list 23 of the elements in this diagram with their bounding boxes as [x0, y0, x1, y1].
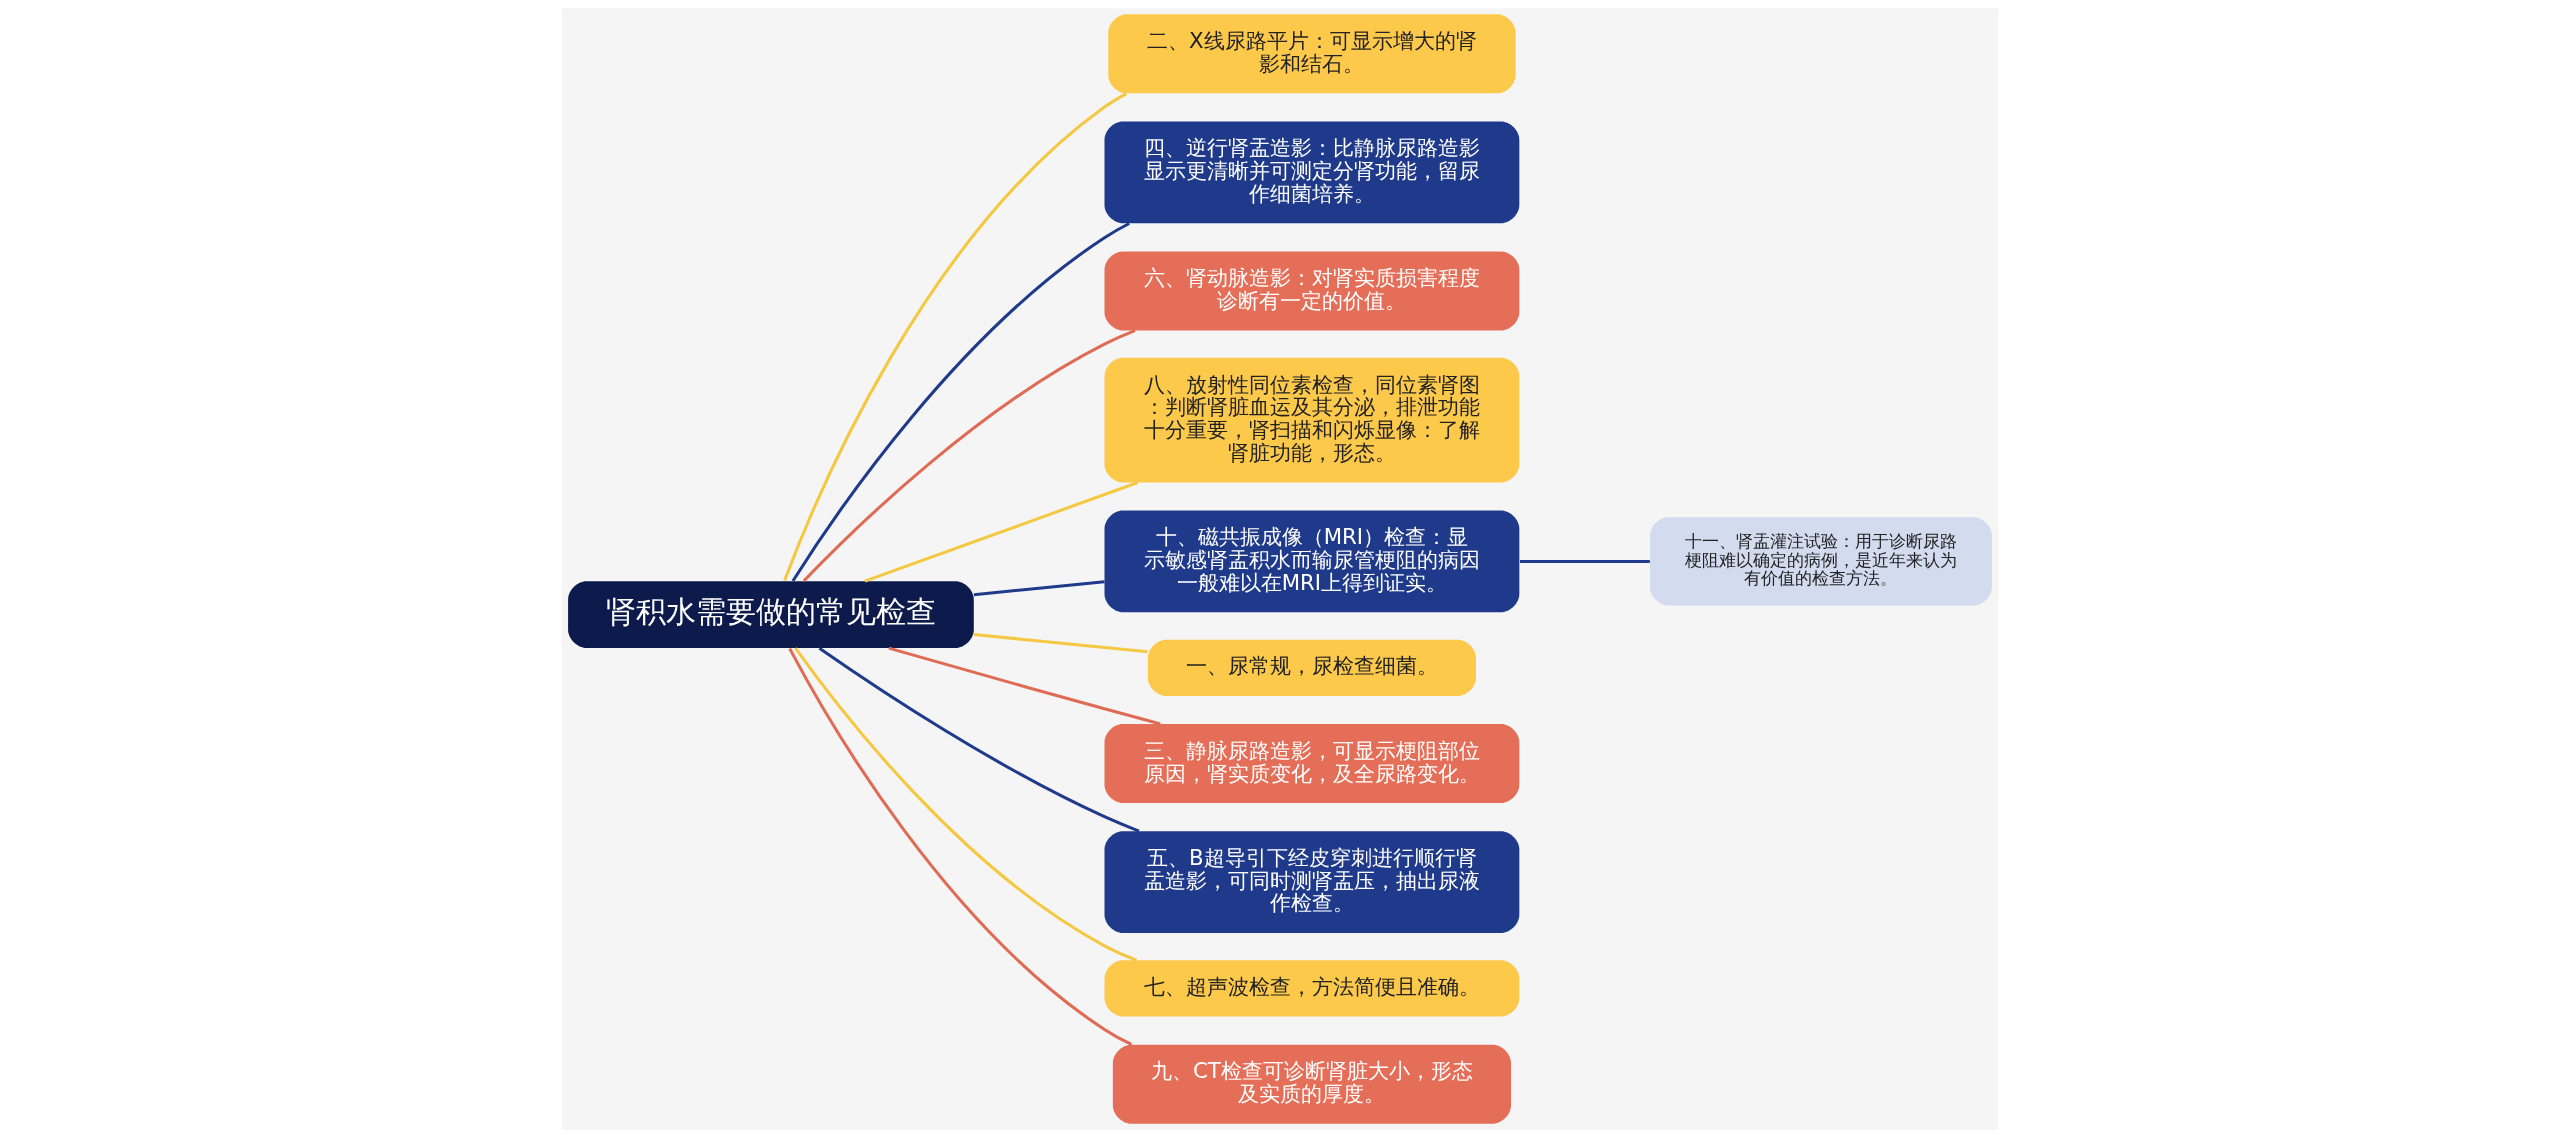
connector — [1519, 559, 1650, 563]
connector — [818, 646, 1140, 833]
connector — [864, 481, 1139, 583]
connector — [888, 646, 1161, 726]
node-box: 一、尿常规，尿检查细菌。 — [1147, 639, 1477, 696]
connector — [973, 580, 1105, 597]
node-box: 肾积水需要做的常见检查 — [568, 581, 974, 648]
node-box: 四、逆行肾盂造影：比静脉尿路造影显示更清晰并可测定分肾功能，留尿作细菌培养。 — [1104, 121, 1520, 224]
node-box: 三、静脉尿路造影，可显示梗阻部位原因，肾实质变化，及全尿路变化。 — [1104, 724, 1520, 803]
connector — [802, 329, 1136, 582]
connector — [794, 647, 1137, 962]
node-box: 十一、肾盂灌注试验：用于诊断尿路梗阻难以确定的病例，是近年来认为有价值的检查方法。 — [1650, 517, 1992, 606]
node-box: 六、肾动脉造影：对肾实质损害程度诊断有一定的价值。 — [1104, 251, 1520, 331]
node-box: 九、CT检查可诊断肾脏大小，形态及实质的厚度。 — [1112, 1044, 1511, 1124]
connector — [973, 633, 1148, 654]
connector — [791, 222, 1130, 582]
connector — [788, 647, 1133, 1046]
node-box: 五、B超导引下经皮穿刺进行顺行肾盂造影，可同时测肾盂压，抽出尿液作检查。 — [1104, 831, 1520, 933]
node-box: 二、X线尿路平片：可显示增大的肾影和结石。 — [1108, 14, 1516, 94]
connector — [783, 92, 1128, 582]
node-box: 十、磁共振成像（MRI）检查：显示敏感肾盂积水而输尿管梗阻的病因一般难以在MRI上得到证实。 — [1104, 510, 1520, 613]
node-box: 七、超声波检查，方法简便且准确。 — [1104, 960, 1520, 1017]
node-box: 八、放射性同位素检查，同位素肾图：判断肾脏血运及其分泌，排泄功能十分重要，肾扫描和闪烁显像：了解肾脏功能，形态。 — [1104, 357, 1520, 483]
